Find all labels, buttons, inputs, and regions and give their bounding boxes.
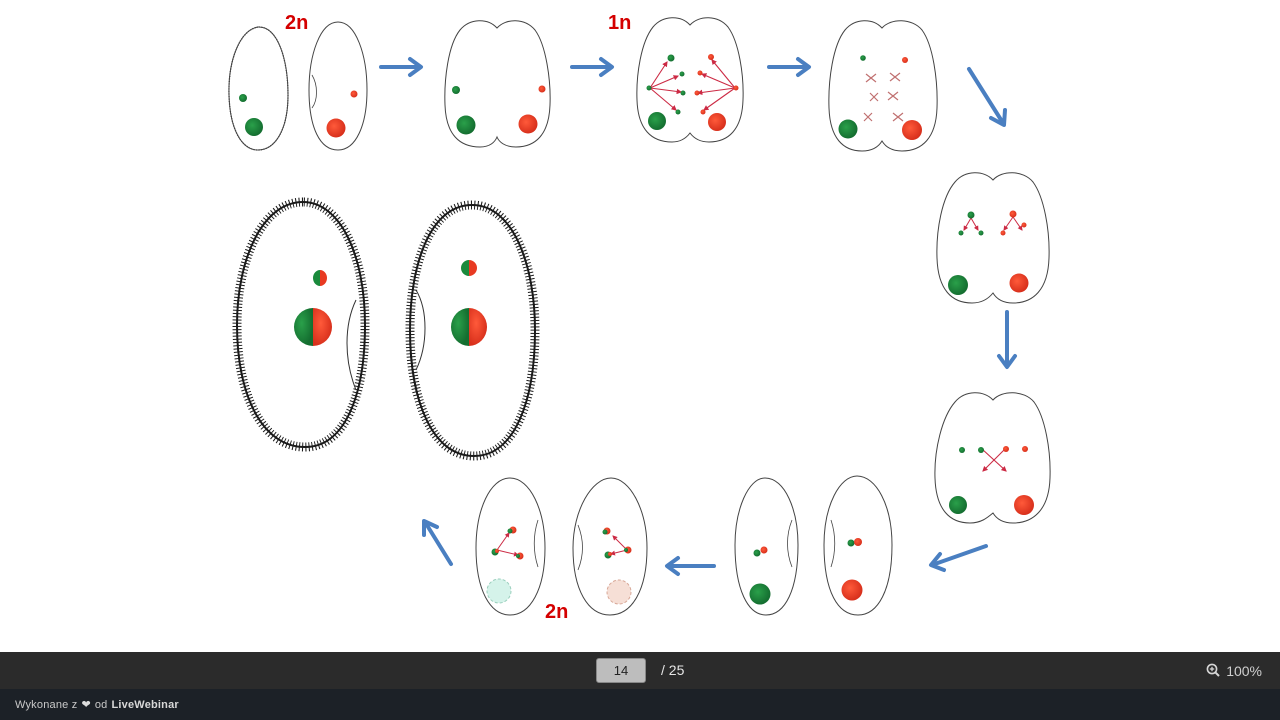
page-total-label: / 25 [661, 662, 685, 678]
ploidy-label-2n-bottom: 2n [545, 601, 569, 623]
zoom-in-icon[interactable] [1206, 663, 1220, 680]
stage-7-cells [734, 475, 893, 616]
ploidy-label-1n: 1n [608, 12, 632, 34]
arrow-left [665, 556, 716, 576]
stage-1-cells [228, 21, 368, 151]
ploidy-label-2n-top: 2n [285, 12, 309, 34]
stage-9-cells [232, 197, 540, 461]
footer-middle: od [94, 698, 108, 711]
page-number-input[interactable] [596, 658, 646, 683]
arrow-down-right [967, 67, 1007, 127]
footer-prefix: Wykonane z [15, 698, 78, 711]
stage-3-cells [636, 17, 744, 143]
footer-bar: Wykonane z ❤ od LiveWebinar [0, 689, 1280, 720]
arrow-right-3 [767, 57, 811, 77]
stage-6-cells [934, 392, 1051, 524]
slide-canvas: 2n 1n 2n [228, 12, 1051, 623]
footer-brand-link[interactable]: LiveWebinar [111, 698, 179, 711]
stage-4-cells [828, 20, 938, 152]
viewer-toolbar: / 25 100% [0, 652, 1280, 689]
conjugation-diagram [228, 17, 1051, 616]
zoom-level-label: 100% [1226, 663, 1262, 679]
arrow-down-left [929, 544, 988, 572]
stage-2-cells [444, 20, 551, 148]
arrow-up-left [422, 519, 453, 566]
stage-8-cells [475, 477, 648, 616]
arrow-right-1 [379, 57, 423, 77]
heart-icon: ❤ [81, 699, 91, 711]
process-arrows [379, 57, 1017, 576]
zoom-control[interactable]: 100% [1206, 661, 1262, 681]
arrow-down-1 [997, 310, 1017, 369]
arrow-right-2 [570, 57, 614, 77]
stage-5-cells [936, 172, 1050, 304]
